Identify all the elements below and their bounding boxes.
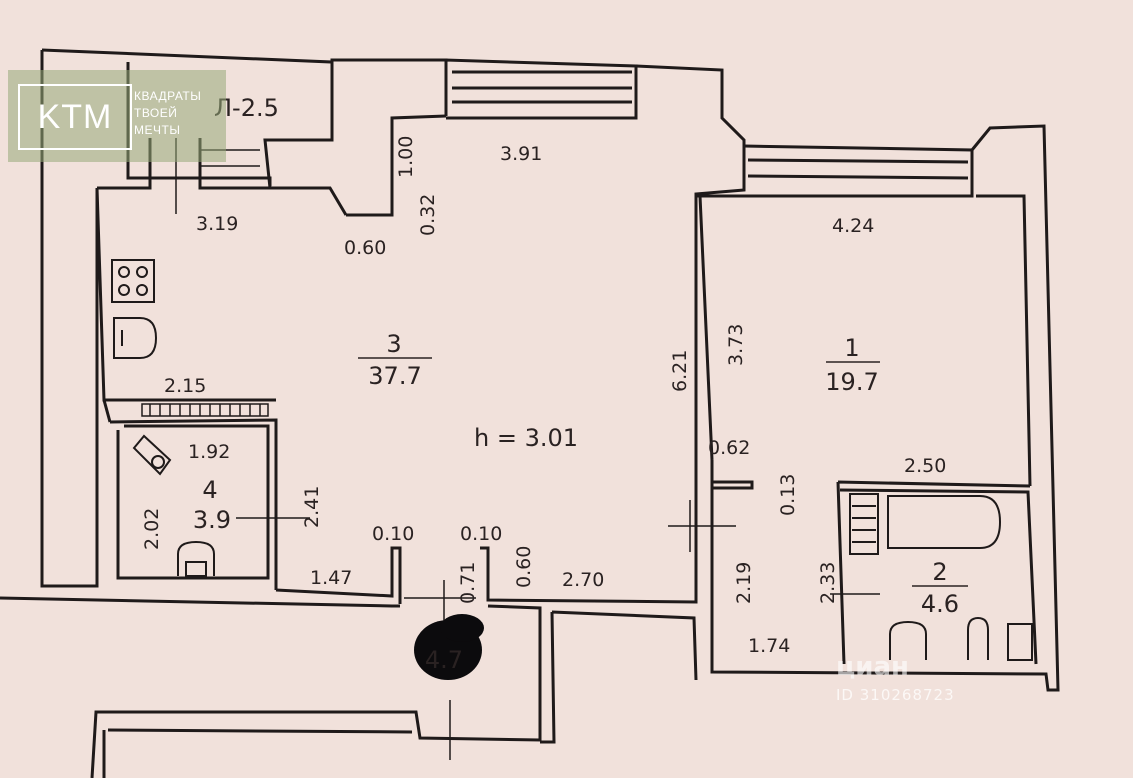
dim-0-32: 0.32 <box>417 194 439 236</box>
room-1-number: 1 <box>844 334 859 362</box>
logo-line-1: КВАДРАТЫ <box>134 89 202 103</box>
wall-niche <box>270 114 447 217</box>
logo-badge: KTM КВАДРАТЫ ТВОЕЙ МЕЧТЫ <box>8 70 226 162</box>
wall-corridor-right <box>540 610 698 744</box>
ceiling-height: h = 3.01 <box>474 424 578 452</box>
toilet-icon <box>177 540 215 577</box>
logo-line-3: МЕЧТЫ <box>134 123 181 137</box>
dim-2-02: 2.02 <box>141 508 163 550</box>
wall-partition-inner <box>698 195 754 672</box>
room-4-area: 3.9 <box>193 506 231 534</box>
wall-bedroom-top <box>696 144 974 198</box>
dim-0-60-top: 0.60 <box>344 237 386 259</box>
logo-mark: KTM <box>18 84 132 150</box>
wall-right-outer <box>710 124 1060 692</box>
dim-4-24: 4.24 <box>832 215 874 237</box>
room-corridor-area: 4.7 <box>425 646 463 674</box>
room-1-area: 19.7 <box>825 368 878 396</box>
watermark-id: ID 310268723 <box>836 686 955 704</box>
wall-bath4-outer <box>102 399 112 423</box>
dim-2-15: 2.15 <box>164 375 206 397</box>
dim-1-92: 1.92 <box>188 441 230 463</box>
logo-tagline: КВАДРАТЫ ТВОЕЙ МЕЧТЫ <box>134 88 201 139</box>
dim-3-73: 3.73 <box>725 324 747 366</box>
washbasin-icon <box>132 434 172 476</box>
radiator <box>141 403 269 417</box>
room-2-area: 4.6 <box>921 590 959 618</box>
wall-main-bottom <box>275 546 698 604</box>
wall-left-outer <box>40 50 99 588</box>
stove-icon <box>111 259 155 303</box>
dim-0-60-bottom: 0.60 <box>513 546 535 588</box>
dim-0-62: 0.62 <box>708 437 750 459</box>
dim-0-10-b: 0.10 <box>460 523 502 545</box>
dim-2-33: 2.33 <box>817 562 839 604</box>
dim-0-13: 0.13 <box>777 474 799 516</box>
sink-icon <box>113 317 158 359</box>
dim-1-74: 1.74 <box>748 635 790 657</box>
wall-bath4 <box>109 418 278 590</box>
dim-2-70: 2.70 <box>562 569 604 591</box>
wall-partition-top <box>635 64 746 600</box>
dim-1-00: 1.00 <box>395 136 417 178</box>
dim-1-47: 1.47 <box>310 567 352 589</box>
wall-bath-top <box>836 480 1031 665</box>
wall-corridor <box>0 596 542 778</box>
dim-2-41: 2.41 <box>301 486 323 528</box>
wall-bath-inner <box>839 488 1038 665</box>
dim-2-50: 2.50 <box>904 455 946 477</box>
dim-2-19: 2.19 <box>733 562 755 604</box>
wall-window-main <box>452 70 632 104</box>
room-2-number: 2 <box>932 558 947 586</box>
wall-window-bedroom <box>747 158 969 180</box>
watermark-brand: циан <box>836 652 909 682</box>
dim-0-71: 0.71 <box>457 562 479 604</box>
ink-blot-2 <box>440 614 484 642</box>
wall-bedroom-right <box>976 194 1032 487</box>
toilet-2-icon <box>889 616 1033 661</box>
room-4-number: 4 <box>202 476 217 504</box>
room-3-area: 37.7 <box>368 362 421 390</box>
dim-0-10-a: 0.10 <box>372 523 414 545</box>
room-3-number: 3 <box>386 330 401 358</box>
bathtub-icon <box>849 493 1002 555</box>
logo-line-2: ТВОЕЙ <box>134 106 178 120</box>
dim-6-21: 6.21 <box>669 350 691 392</box>
dim-3-19: 3.19 <box>196 213 238 235</box>
wall-lower <box>102 728 413 778</box>
dim-3-91: 3.91 <box>500 143 542 165</box>
